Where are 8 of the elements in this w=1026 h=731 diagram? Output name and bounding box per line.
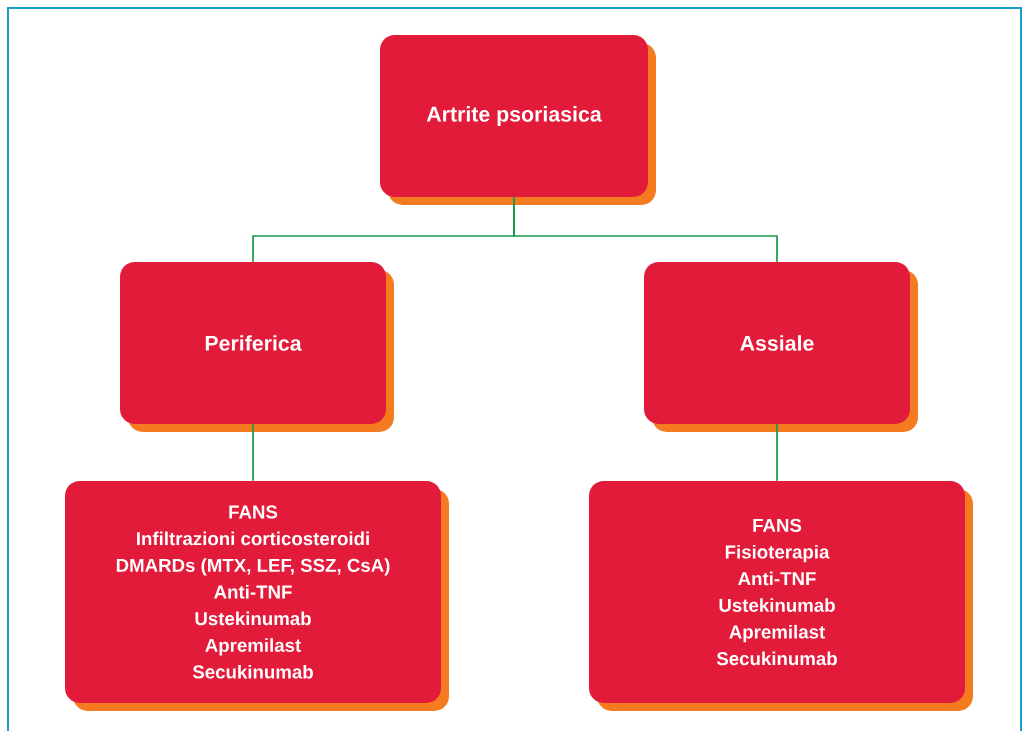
process-box: FANS Infiltrazioni corticosteroidi DMARDs (MTX, LEF, SSZ, CsA) Anti-TNF Ustekinumab Apremilast Secukinumab [65, 481, 449, 711]
connector-line [252, 423, 254, 482]
process-box: Periferica [120, 262, 394, 432]
process-box: Assiale [644, 262, 918, 432]
connector-line [513, 196, 778, 263]
process-box: FANS Fisioterapia Anti-TNF Ustekinumab Apremilast Secukinumab [589, 481, 973, 711]
connector-line [776, 423, 778, 482]
process-box: Artrite psoriasica [380, 35, 656, 205]
